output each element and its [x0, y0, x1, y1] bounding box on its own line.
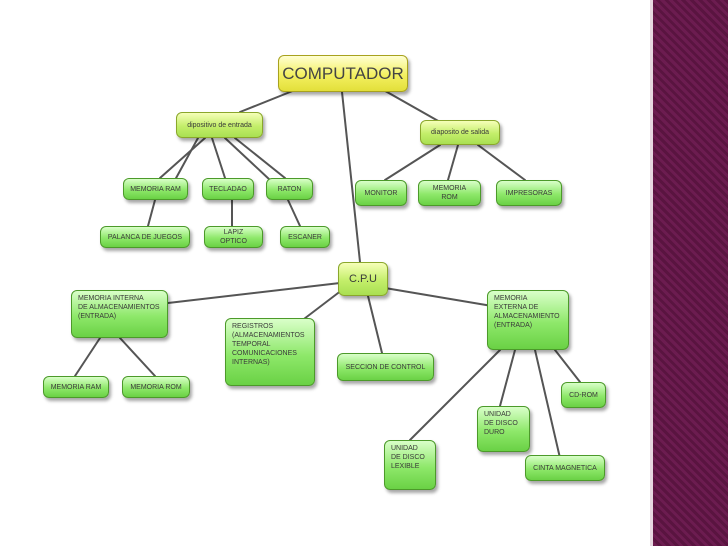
node-teclado: TECLADAO: [202, 178, 254, 200]
link-entrada-lapiz: [224, 137, 271, 181]
link-entrada-raton: [234, 137, 286, 179]
node-memoria-ram-1: MEMORIA RAM: [123, 178, 188, 200]
link-entrada-teclado: [211, 137, 226, 179]
sidebar-edge: [650, 0, 653, 546]
node-monitor: MONITOR: [355, 180, 407, 206]
link-cpu-registros: [299, 289, 343, 323]
decorative-sidebar: [650, 0, 728, 546]
node-palanca-juegos: PALANCA DE JUEGOS: [100, 226, 190, 248]
node-disco-duro: UNIDAD DE DISCO DURO: [477, 406, 530, 452]
node-dispositivo-salida: diaposito de salida: [420, 120, 500, 145]
link-externa-cinta: [534, 349, 561, 459]
link-salida-rom1: [447, 144, 459, 181]
node-memoria-externa: MEMORIA EXTERNA DE ALMACENAMIENTO (ENTRA…: [487, 290, 569, 350]
link-ram1-palanca: [147, 199, 156, 227]
node-memoria-rom-2: MEMORIA ROM: [122, 376, 190, 398]
link-computador-salida: [379, 87, 441, 123]
node-computador: COMPUTADOR: [278, 55, 408, 92]
node-memoria-rom-1: MEMORIA ROM: [418, 180, 481, 206]
node-memoria-ram-2: MEMORIA RAM: [43, 376, 109, 398]
node-cd-rom: CD-ROM: [561, 382, 606, 408]
link-salida-monitor: [384, 144, 441, 181]
link-computador-entrada: [239, 87, 301, 113]
node-escaner: ESCANER: [280, 226, 330, 248]
link-raton-escaner: [287, 199, 301, 227]
link-interna-rom2: [119, 337, 156, 377]
link-interna-ram2: [74, 337, 101, 377]
node-seccion-control: SECCION DE CONTROL: [337, 353, 434, 381]
node-registros: REGISTROS (ALMACENAMIENTOS TEMPORAL COMU…: [225, 318, 315, 386]
link-externa-flex: [409, 349, 501, 441]
node-raton: RATON: [266, 178, 313, 200]
node-impresoras: IMPRESORAS: [496, 180, 562, 206]
node-disco-flexible: UNIDAD DE DISCO LEXIBLE: [384, 440, 436, 490]
link-externa-cdrom: [554, 349, 581, 383]
connector-lines: [74, 87, 581, 459]
link-entrada-palanca: [174, 137, 199, 181]
node-cpu: C.P.U: [338, 262, 388, 296]
node-cinta-magnetica: CINTA MAGNETICA: [525, 455, 605, 481]
link-cpu-interna: [167, 282, 341, 304]
link-entrada-ram1: [159, 137, 206, 179]
link-cpu-externa: [384, 287, 493, 307]
link-computador-cpu: [341, 91, 361, 263]
link-externa-duro: [499, 349, 516, 407]
link-cpu-control: [367, 295, 383, 354]
node-dispositivo-entrada: dipositivo de entrada: [176, 112, 263, 138]
link-salida-impresoras: [477, 144, 526, 181]
node-lapiz-optico: LAPIZ OPTICO: [204, 226, 263, 248]
node-memoria-interna: MEMORIA INTERNA DE ALMACENAMIENTOS (ENTR…: [71, 290, 168, 338]
